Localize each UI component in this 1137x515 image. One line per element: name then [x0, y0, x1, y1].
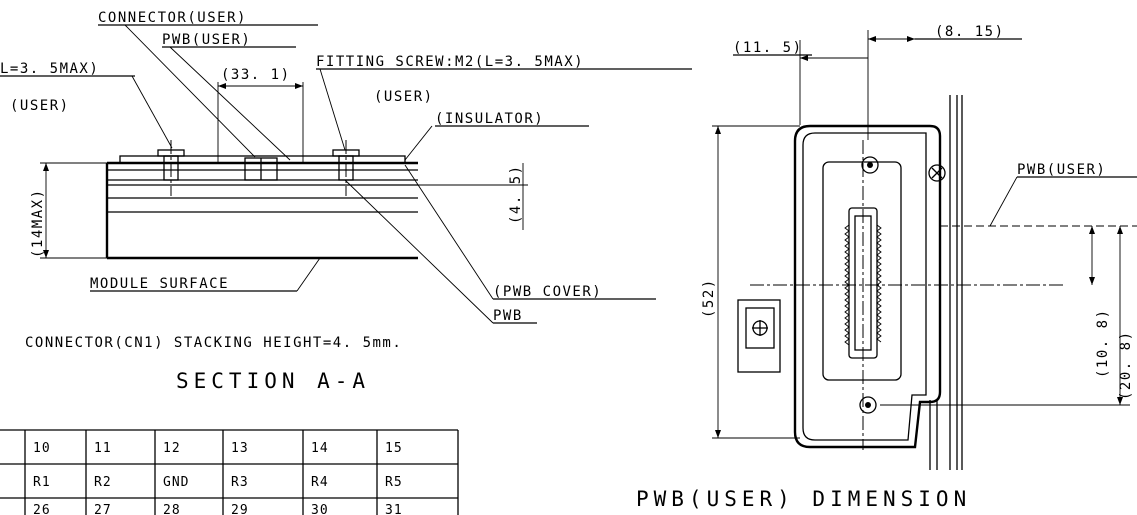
user-left-label: (USER)	[10, 98, 70, 114]
screw-length-label: L=3. 5MAX)	[0, 61, 99, 77]
signal-cell: R1	[33, 475, 51, 490]
pwb-cover-label: (PWB COVER)	[493, 284, 602, 300]
signal-cell: R3	[231, 475, 249, 490]
pin-cell: 30	[311, 503, 329, 515]
dim-11-5-label: (11. 5)	[733, 40, 803, 56]
pin-cell: 13	[231, 441, 249, 456]
fitting-screw-label: FITTING SCREW:M2(L=3. 5MAX)	[316, 54, 584, 70]
dim-10-8-label: (10. 8)	[1095, 308, 1111, 378]
user-right-label: (USER)	[374, 89, 434, 105]
signal-cell: R4	[311, 475, 329, 490]
insulator-label: (INSULATOR)	[435, 111, 544, 127]
pin-cell: 27	[94, 503, 112, 515]
pin-cell: 10	[33, 441, 51, 456]
section-title: SECTION A-A	[176, 369, 370, 393]
pin-cell: 26	[33, 503, 51, 515]
dimension-view: (11. 5) (8. 15)	[636, 24, 1137, 511]
pwb-label: PWB	[493, 308, 523, 324]
pwb-user-right-label: PWB(USER)	[1017, 162, 1106, 178]
pin-cell: 28	[163, 503, 181, 515]
connector-user-label: CONNECTOR(USER)	[98, 10, 247, 26]
screw-left	[157, 140, 185, 196]
pin-table: 10 11 12 13 14 15 R1 R2 GND R3 R4 R5 26 …	[0, 429, 459, 515]
dim-33-1-label: (33. 1)	[221, 67, 291, 83]
pin-cell: 29	[231, 503, 249, 515]
dim-8-15-label: (8. 15)	[935, 24, 1005, 40]
pin-cell: 31	[385, 503, 403, 515]
pin-cell: 12	[163, 441, 181, 456]
pwb-user-label: PWB(USER)	[162, 32, 251, 48]
signal-cell: R2	[94, 475, 112, 490]
screw-right	[332, 140, 360, 196]
stacking-height-note: CONNECTOR(CN1) STACKING HEIGHT=4. 5mm.	[25, 335, 402, 351]
pin-cell: 15	[385, 441, 403, 456]
pin-cell: 14	[311, 441, 329, 456]
module-surface-label: MODULE SURFACE	[90, 276, 229, 292]
dim-4-5-label: (4. 5)	[508, 164, 524, 224]
signal-cell: GND	[163, 475, 189, 490]
pin-cell: 11	[94, 441, 112, 456]
dim-14max-label: (14MAX)	[30, 188, 46, 258]
section-view: CONNECTOR(USER) PWB(USER) L=3. 5MAX) (33…	[0, 10, 692, 393]
dimension-title: PWB(USER) DIMENSION	[636, 487, 971, 511]
dim-52-label: (52)	[701, 278, 717, 318]
dim-20-8-label: (20. 8)	[1118, 330, 1134, 400]
signal-cell: R5	[385, 475, 403, 490]
